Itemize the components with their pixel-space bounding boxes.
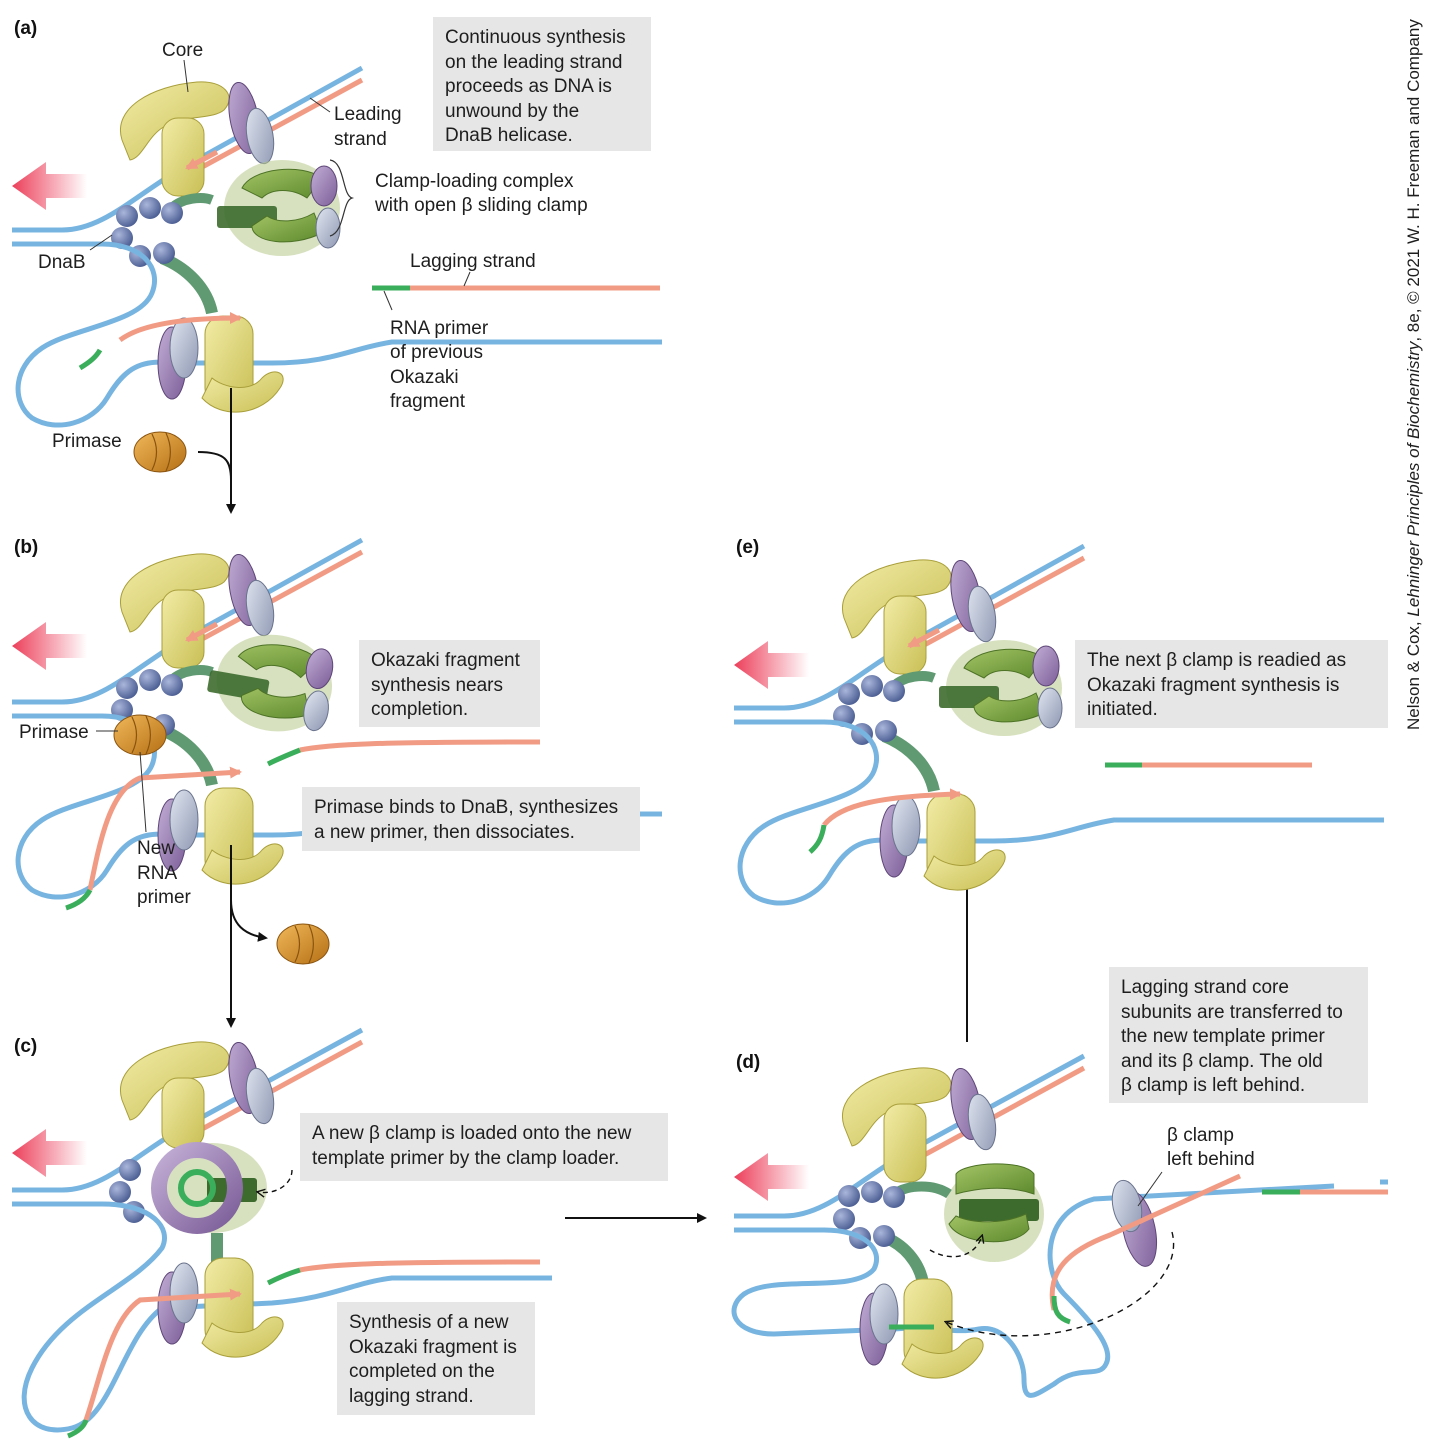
panel-d-replisome xyxy=(731,1053,1335,1398)
panel-e-strand-colors xyxy=(808,762,1312,854)
panel-b-new-primer-label-3: primer xyxy=(137,887,192,908)
panel-d-strand-colors xyxy=(1049,1173,1388,1325)
panel-a-textbox-line: unwound by the xyxy=(445,100,580,122)
panel-d-textbox-line: subunits are transferred to xyxy=(1121,1001,1343,1023)
panel-c-direction-arrow xyxy=(12,1129,87,1177)
primase-entering-icon xyxy=(133,431,187,473)
panel-e-textbox-line: Okazaki fragment synthesis is xyxy=(1087,674,1340,696)
panel-c-textbox-2: Synthesis of a new Okazaki fragment is c… xyxy=(337,1302,535,1415)
panel-a-brace xyxy=(329,159,355,237)
panel-a-letter: (a) xyxy=(14,18,37,39)
panel-a-leading-label-1: Leading xyxy=(334,104,402,125)
panel-c-loading-dashed-arrow xyxy=(258,1169,293,1193)
panel-b-primase-icon xyxy=(113,714,167,756)
panel-d-transfer-dashed-arrow-2 xyxy=(946,1231,1175,1337)
panel-b-textbox-2-line: a new primer, then dissociates. xyxy=(314,821,575,843)
panel-c-textbox-1-line: template primer by the clamp loader. xyxy=(312,1147,620,1169)
panel-e-textbox-line: initiated. xyxy=(1087,699,1158,720)
panel-d-letter: (d) xyxy=(736,1052,760,1073)
primase-leaving-icon xyxy=(276,923,330,965)
panel-a-core-label: Core xyxy=(162,40,203,61)
panel-c-textbox-2-line: completed on the xyxy=(349,1361,495,1382)
panel-d-transfer-dashed-arrow-1 xyxy=(929,1236,982,1258)
panel-a-rna-primer-label-3: Okazaki xyxy=(390,367,459,388)
panel-a-lagging-label: Lagging strand xyxy=(410,251,536,272)
panel-a-rna-primer-label-1: RNA primer xyxy=(390,318,489,339)
panel-c-replisome xyxy=(12,1027,552,1433)
panel-b-textbox-2-line: Primase binds to DnaB, synthesizes xyxy=(314,797,619,818)
panel-e-textbox-line: The next β clamp is readied as xyxy=(1087,650,1347,671)
panel-a-strand-colors xyxy=(78,285,660,371)
panel-b-textbox-1-line: Okazaki fragment xyxy=(371,650,520,671)
panel-a-textbox-line: DnaB helicase. xyxy=(445,125,573,146)
panel-a-rna-primer-label-2: of previous xyxy=(390,342,483,363)
panel-a-leading-label-2: strand xyxy=(334,129,387,150)
panel-b-letter: (b) xyxy=(14,537,38,558)
panel-d-textbox-line: the new template primer xyxy=(1121,1026,1325,1047)
panel-c-textbox-1: A new β clamp is loaded onto the new tem… xyxy=(300,1113,668,1181)
panel-a-textbox-line: Continuous synthesis xyxy=(445,27,626,48)
panel-c-textbox-2-line: Synthesis of a new xyxy=(349,1312,509,1333)
panel-b-direction-arrow xyxy=(12,622,87,670)
panel-d-direction-arrow xyxy=(734,1153,809,1201)
panel-a-textbox: Continuous synthesis on the leading stra… xyxy=(433,17,651,151)
panel-b-textbox-1-line: completion. xyxy=(371,699,469,720)
panel-b-new-primer-label-2: RNA xyxy=(137,863,177,884)
panel-e-letter: (e) xyxy=(736,537,759,558)
panel-d-textbox-line: and its β clamp. The old xyxy=(1121,1050,1323,1072)
panel-d-textbox-line: Lagging strand core xyxy=(1121,977,1289,998)
credit-suffix: , 8e, © 2021 W. H. Freeman and Company xyxy=(1404,19,1423,342)
panel-b-textbox-2: Primase binds to DnaB, synthesizes a new… xyxy=(302,787,640,851)
panel-e-direction-arrow xyxy=(734,641,809,689)
panel-a-textbox-line: on the leading strand xyxy=(445,51,623,73)
panel-a-clamp-loading-label-2: with open β sliding clamp xyxy=(374,195,588,216)
panel-d-clamp-left-label-1: β clamp xyxy=(1167,1125,1234,1146)
credit-book-title: Lehninger Principles of Biochemistry xyxy=(1404,341,1423,617)
panel-a-textbox-line: proceeds as DNA is xyxy=(445,76,612,97)
primase-free-label: Primase xyxy=(52,431,122,452)
panel-b-textbox-1: Okazaki fragment synthesis nears complet… xyxy=(359,640,540,727)
panel-c-textbox-2-line: lagging strand. xyxy=(349,1385,474,1407)
panel-b-new-primer-label-1: New xyxy=(137,838,175,859)
panel-a-rna-primer-label-4: fragment xyxy=(390,391,466,412)
panel-b-primase-label: Primase xyxy=(19,722,89,743)
panel-a-direction-arrow xyxy=(12,162,87,210)
panel-a-dnab-label: DnaB xyxy=(38,252,86,273)
panel-c-textbox-2-line: Okazaki fragment is xyxy=(349,1336,517,1358)
panel-b-textbox-1-line: synthesis nears xyxy=(371,674,504,696)
panel-c-letter: (c) xyxy=(14,1036,37,1057)
panel-d-clamp-left-label-2: left behind xyxy=(1167,1149,1255,1170)
panel-d-textbox: Lagging strand core subunits are transfe… xyxy=(1109,967,1368,1103)
panel-c-strand-colors xyxy=(67,1259,541,1439)
panel-a-clamp-loading-label-1: Clamp-loading complex xyxy=(375,171,574,192)
panel-c-textbox-1-line: A new β clamp is loaded onto the new xyxy=(312,1123,632,1144)
credit-prefix: Nelson & Cox, xyxy=(1404,616,1423,730)
panel-e-textbox: The next β clamp is readied as Okazaki f… xyxy=(1075,640,1388,728)
panel-d-textbox-line: β clamp is left behind. xyxy=(1121,1075,1306,1096)
copyright-credit: Nelson & Cox, Lehninger Principles of Bi… xyxy=(1404,19,1424,730)
